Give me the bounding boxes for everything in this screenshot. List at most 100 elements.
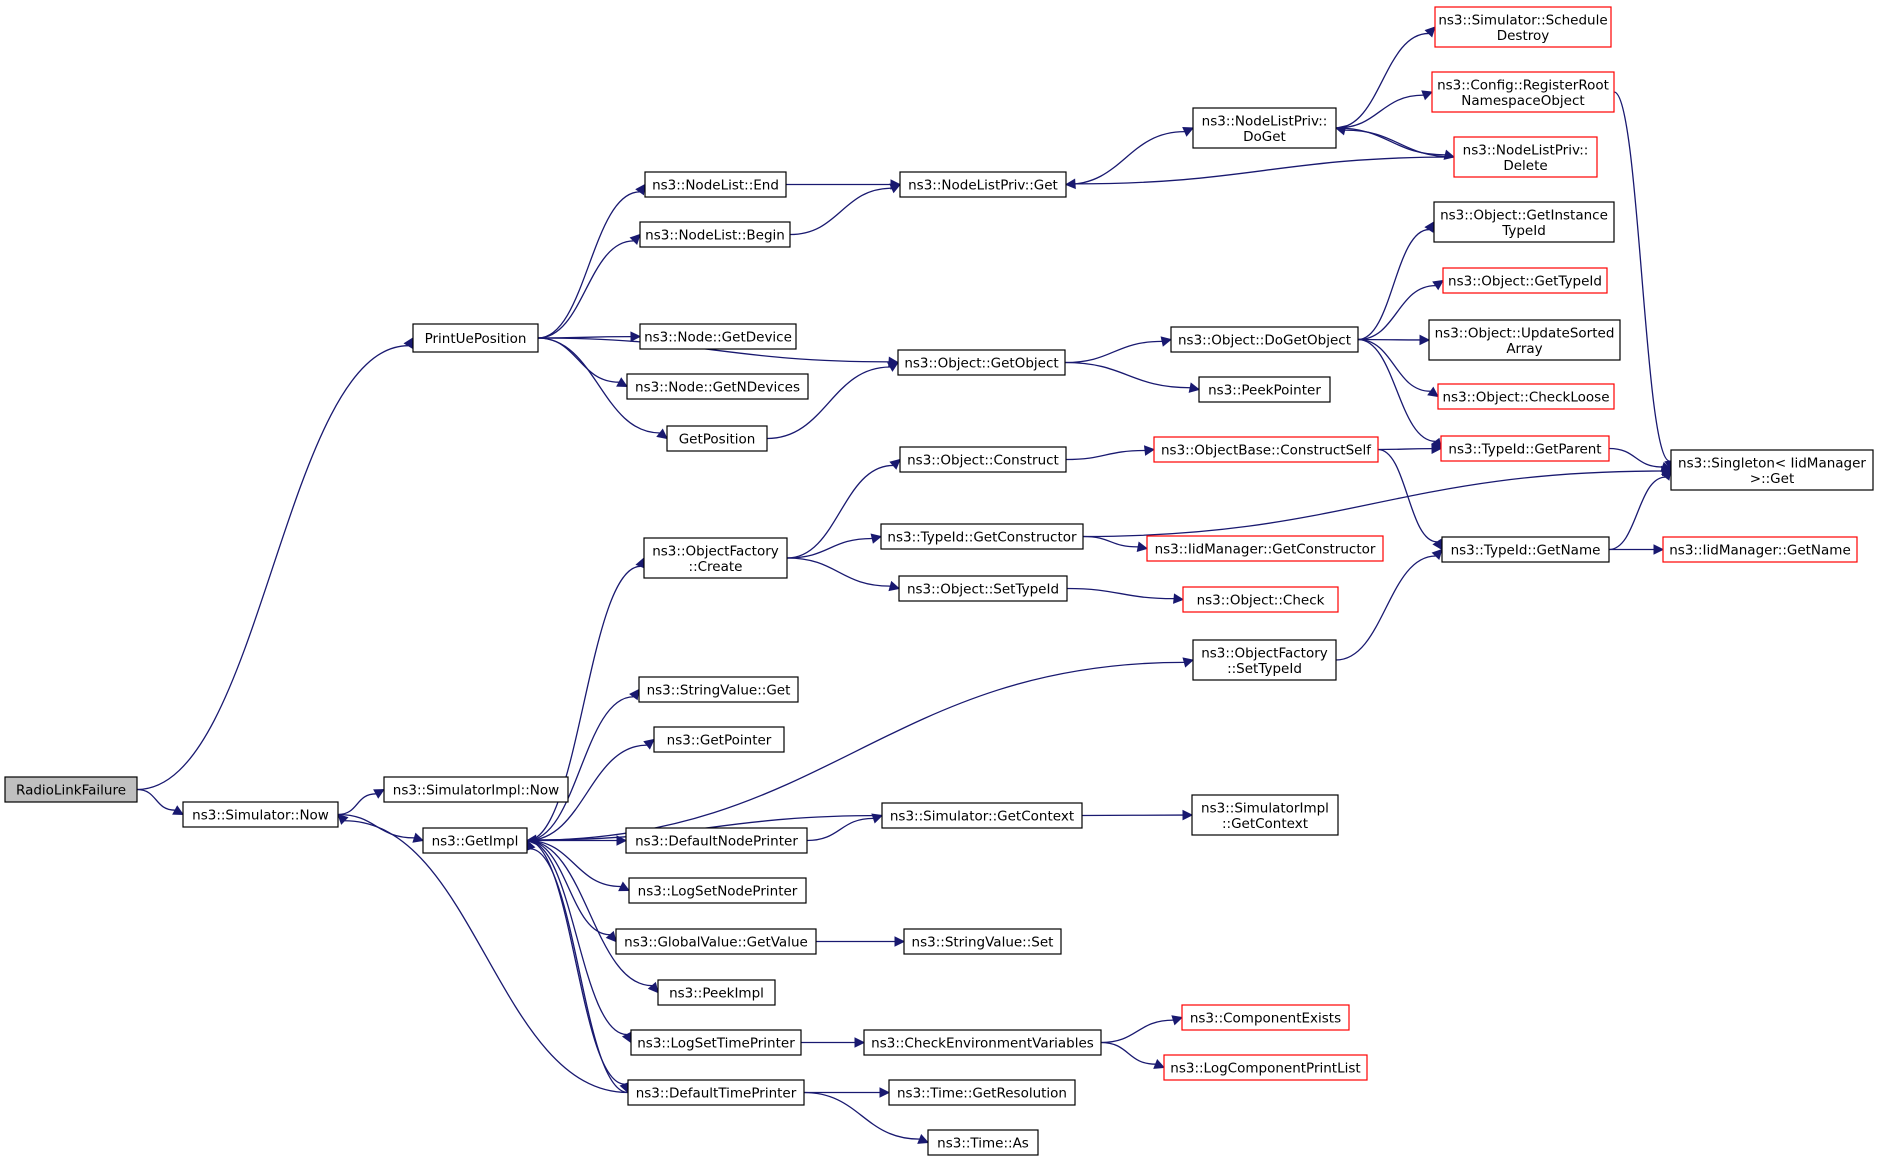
- node-object-factory-set-type-id[interactable]: ns3::ObjectFactory::SetTypeId: [1192, 639, 1337, 681]
- node-object-factory-create[interactable]: ns3::ObjectFactory::Create: [643, 537, 788, 579]
- node-label: ns3::Simulator::Now: [192, 808, 329, 824]
- arrowhead: [888, 580, 901, 592]
- node-peek-pointer[interactable]: ns3::PeekPointer: [1198, 376, 1331, 403]
- arrowhead: [871, 813, 884, 824]
- node-label: ns3::Singleton< IidManager: [1678, 455, 1866, 471]
- node-sim-impl-get-context[interactable]: ns3::SimulatorImpl::GetContext: [1191, 794, 1339, 836]
- node-object-get-object[interactable]: ns3::Object::GetObject: [897, 349, 1066, 376]
- edge-line: [1608, 476, 1666, 551]
- node-label: Array: [1506, 341, 1542, 357]
- node-node-get-ndevices[interactable]: ns3::Node::GetNDevices: [626, 373, 809, 400]
- edge-line: [344, 820, 629, 1094]
- node-peek-impl[interactable]: ns3::PeekImpl: [657, 979, 776, 1006]
- node-label: ns3::DefaultNodePrinter: [635, 834, 798, 850]
- node-component-exists[interactable]: ns3::ComponentExists: [1181, 1004, 1350, 1031]
- node-label: ns3::ObjectFactory: [652, 543, 779, 559]
- node-box: [899, 171, 1067, 198]
- arrowhead: [618, 881, 631, 892]
- edge-object-get-object-to-object-do-get-object: [1064, 336, 1173, 364]
- node-label: RadioLinkFailure: [16, 783, 126, 799]
- node-label: ns3::TypeId::GetParent: [1448, 442, 1601, 458]
- node-box: [644, 171, 787, 198]
- node-iid-mgr-get-name[interactable]: ns3::IidManager::GetName: [1662, 536, 1858, 563]
- node-check-env-vars[interactable]: ns3::CheckEnvironmentVariables: [863, 1029, 1102, 1056]
- node-label: ns3::LogSetTimePrinter: [637, 1036, 795, 1052]
- node-get-impl[interactable]: ns3::GetImpl: [422, 827, 528, 854]
- node-sim-now[interactable]: ns3::Simulator::Now: [182, 801, 339, 828]
- arrowhead: [412, 832, 425, 843]
- node-log-set-time-printer[interactable]: ns3::LogSetTimePrinter: [630, 1029, 802, 1056]
- edge-object-do-get-object-to-obj-check-loose: [1357, 338, 1439, 398]
- node-print-ue-position[interactable]: PrintUePosition: [412, 323, 539, 353]
- node-box: [630, 1029, 802, 1056]
- node-label: ns3::StringValue::Get: [647, 683, 791, 699]
- node-string-value-get[interactable]: ns3::StringValue::Get: [638, 676, 799, 703]
- arrowhead: [1182, 809, 1194, 821]
- node-node-list-priv-get[interactable]: ns3::NodeListPriv::Get: [899, 171, 1067, 198]
- node-global-value-get-value[interactable]: ns3::GlobalValue::GetValue: [615, 928, 817, 955]
- node-string-value-set[interactable]: ns3::StringValue::Set: [903, 928, 1062, 955]
- edge-line: [526, 744, 647, 842]
- node-obj-get-type-id[interactable]: ns3::Object::GetTypeId: [1442, 267, 1608, 294]
- node-log-component-print-list[interactable]: ns3::LogComponentPrintList: [1163, 1054, 1368, 1081]
- node-node-list-end[interactable]: ns3::NodeList::End: [644, 171, 787, 198]
- node-label: ns3::Object::CheckLoose: [1442, 390, 1609, 406]
- edge-line: [1074, 156, 1455, 185]
- node-radio-link-failure[interactable]: RadioLinkFailure: [4, 776, 138, 803]
- edge-radio-link-failure-to-print-ue-position: [136, 337, 414, 791]
- node-default-node-printer[interactable]: ns3::DefaultNodePrinter: [625, 827, 808, 854]
- edge-object-factory-create-to-type-id-get-constructor: [786, 533, 883, 559]
- node-object-do-get-object[interactable]: ns3::Object::DoGetObject: [1170, 326, 1359, 353]
- node-label: PrintUePosition: [425, 331, 527, 347]
- node-label: ns3::NodeListPriv::Get: [908, 178, 1058, 194]
- node-obj-check-loose[interactable]: ns3::Object::CheckLoose: [1437, 383, 1615, 410]
- node-sim-impl-now[interactable]: ns3::SimulatorImpl::Now: [383, 776, 569, 803]
- node-box: [1170, 326, 1359, 353]
- edge-line: [136, 788, 176, 811]
- edge-object-factory-create-to-object-set-type-id: [786, 557, 901, 592]
- node-label: ns3::GlobalValue::GetValue: [624, 935, 808, 951]
- node-get-position[interactable]: GetPosition: [666, 425, 768, 452]
- edge-line: [1613, 91, 1670, 462]
- node-node-list-priv-do-get[interactable]: ns3::NodeListPriv::DoGet: [1192, 107, 1337, 149]
- node-time-as[interactable]: ns3::Time::As: [927, 1129, 1039, 1156]
- node-node-list-begin[interactable]: ns3::NodeList::Begin: [639, 221, 791, 248]
- edge-line: [1335, 94, 1424, 129]
- node-label: ns3::Object::UpdateSorted: [1435, 325, 1615, 341]
- node-object-set-type-id[interactable]: ns3::Object::SetTypeId: [898, 575, 1068, 602]
- edge-print-ue-position-to-node-get-device: [537, 331, 642, 342]
- node-type-id-get-parent[interactable]: ns3::TypeId::GetParent: [1440, 435, 1610, 462]
- edge-sim-now-to-sim-impl-now: [337, 788, 385, 816]
- node-object-check[interactable]: ns3::Object::Check: [1182, 586, 1339, 613]
- node-time-get-resolution[interactable]: ns3::Time::GetResolution: [888, 1079, 1076, 1106]
- node-node-get-device[interactable]: ns3::Node::GetDevice: [639, 323, 797, 350]
- node-label: ns3::Node::GetDevice: [644, 330, 792, 346]
- arrowhead: [1182, 657, 1195, 668]
- node-iid-mgr-get-constructor[interactable]: ns3::IidManager::GetConstructor: [1146, 535, 1384, 562]
- node-default-time-printer[interactable]: ns3::DefaultTimePrinter: [627, 1079, 805, 1106]
- arrowhead: [1188, 382, 1201, 393]
- node-obj-base-construct-self[interactable]: ns3::ObjectBase::ConstructSelf: [1153, 436, 1379, 463]
- node-label: ns3::Object::SetTypeId: [907, 582, 1059, 598]
- edge-object-set-type-id-to-object-check: [1066, 587, 1185, 604]
- node-get-pointer[interactable]: ns3::GetPointer: [653, 726, 785, 753]
- node-box: [927, 1129, 1039, 1156]
- arrowhead: [1136, 541, 1149, 552]
- node-type-id-get-constructor[interactable]: ns3::TypeId::GetConstructor: [880, 523, 1084, 550]
- node-box: [638, 676, 799, 703]
- node-object-construct[interactable]: ns3::Object::Construct: [899, 446, 1067, 473]
- node-box: [903, 928, 1062, 955]
- node-node-list-priv-delete[interactable]: ns3::NodeListPriv::Delete: [1453, 136, 1598, 178]
- node-box: [1153, 436, 1379, 463]
- node-singleton-get[interactable]: ns3::Singleton< IidManager >::Get: [1670, 449, 1874, 491]
- node-box: [881, 802, 1083, 829]
- node-box: [627, 1079, 805, 1106]
- node-log-set-node-printer[interactable]: ns3::LogSetNodePrinter: [628, 877, 807, 904]
- node-sim-get-context[interactable]: ns3::Simulator::GetContext: [881, 802, 1083, 829]
- node-type-id-get-name[interactable]: ns3::TypeId::GetName: [1441, 536, 1610, 563]
- node-box: [1163, 1054, 1368, 1081]
